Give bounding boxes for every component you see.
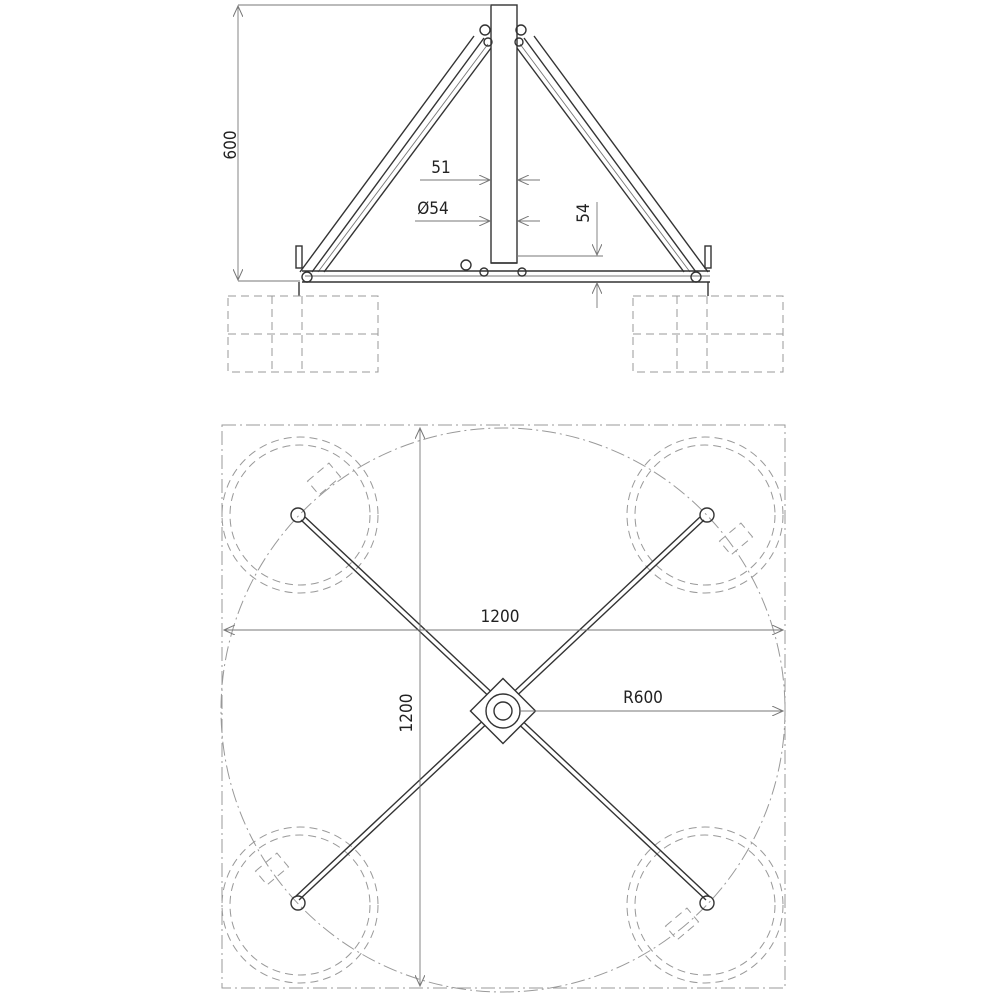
beam-height-label: 54 bbox=[574, 203, 594, 222]
radius-dimension: R600 bbox=[520, 688, 783, 711]
pole-diameter-label: Ø54 bbox=[417, 199, 449, 219]
radius-circle bbox=[220, 427, 786, 993]
width-label: 1200 bbox=[481, 607, 520, 627]
height-label: 600 bbox=[221, 130, 241, 159]
radius-label: R600 bbox=[623, 688, 663, 708]
width-dimension: 1200 bbox=[224, 607, 783, 630]
side-view: 600 51 Ø54 54 bbox=[221, 4, 784, 373]
arm-end-fittings bbox=[290, 507, 715, 911]
depth-dimension: 1200 bbox=[397, 428, 420, 986]
right-leg bbox=[516, 35, 709, 273]
pole-width-label: 51 bbox=[431, 158, 450, 178]
ballast-weights bbox=[221, 436, 784, 984]
beam-height-dimension: 54 bbox=[517, 202, 603, 308]
center-pole bbox=[490, 4, 518, 264]
footprint-square bbox=[221, 424, 786, 989]
pole-width-dimension: 51 bbox=[420, 158, 540, 180]
ballast-blocks bbox=[227, 295, 784, 373]
depth-label: 1200 bbox=[397, 694, 417, 733]
left-leg bbox=[299, 35, 492, 273]
top-view: 1200 1200 R600 bbox=[220, 424, 786, 993]
base-beam bbox=[302, 270, 710, 283]
center-hub bbox=[469, 677, 537, 745]
height-dimension: 600 bbox=[221, 4, 491, 282]
couplers bbox=[295, 24, 712, 296]
pole-diameter-dimension: Ø54 bbox=[415, 199, 540, 221]
